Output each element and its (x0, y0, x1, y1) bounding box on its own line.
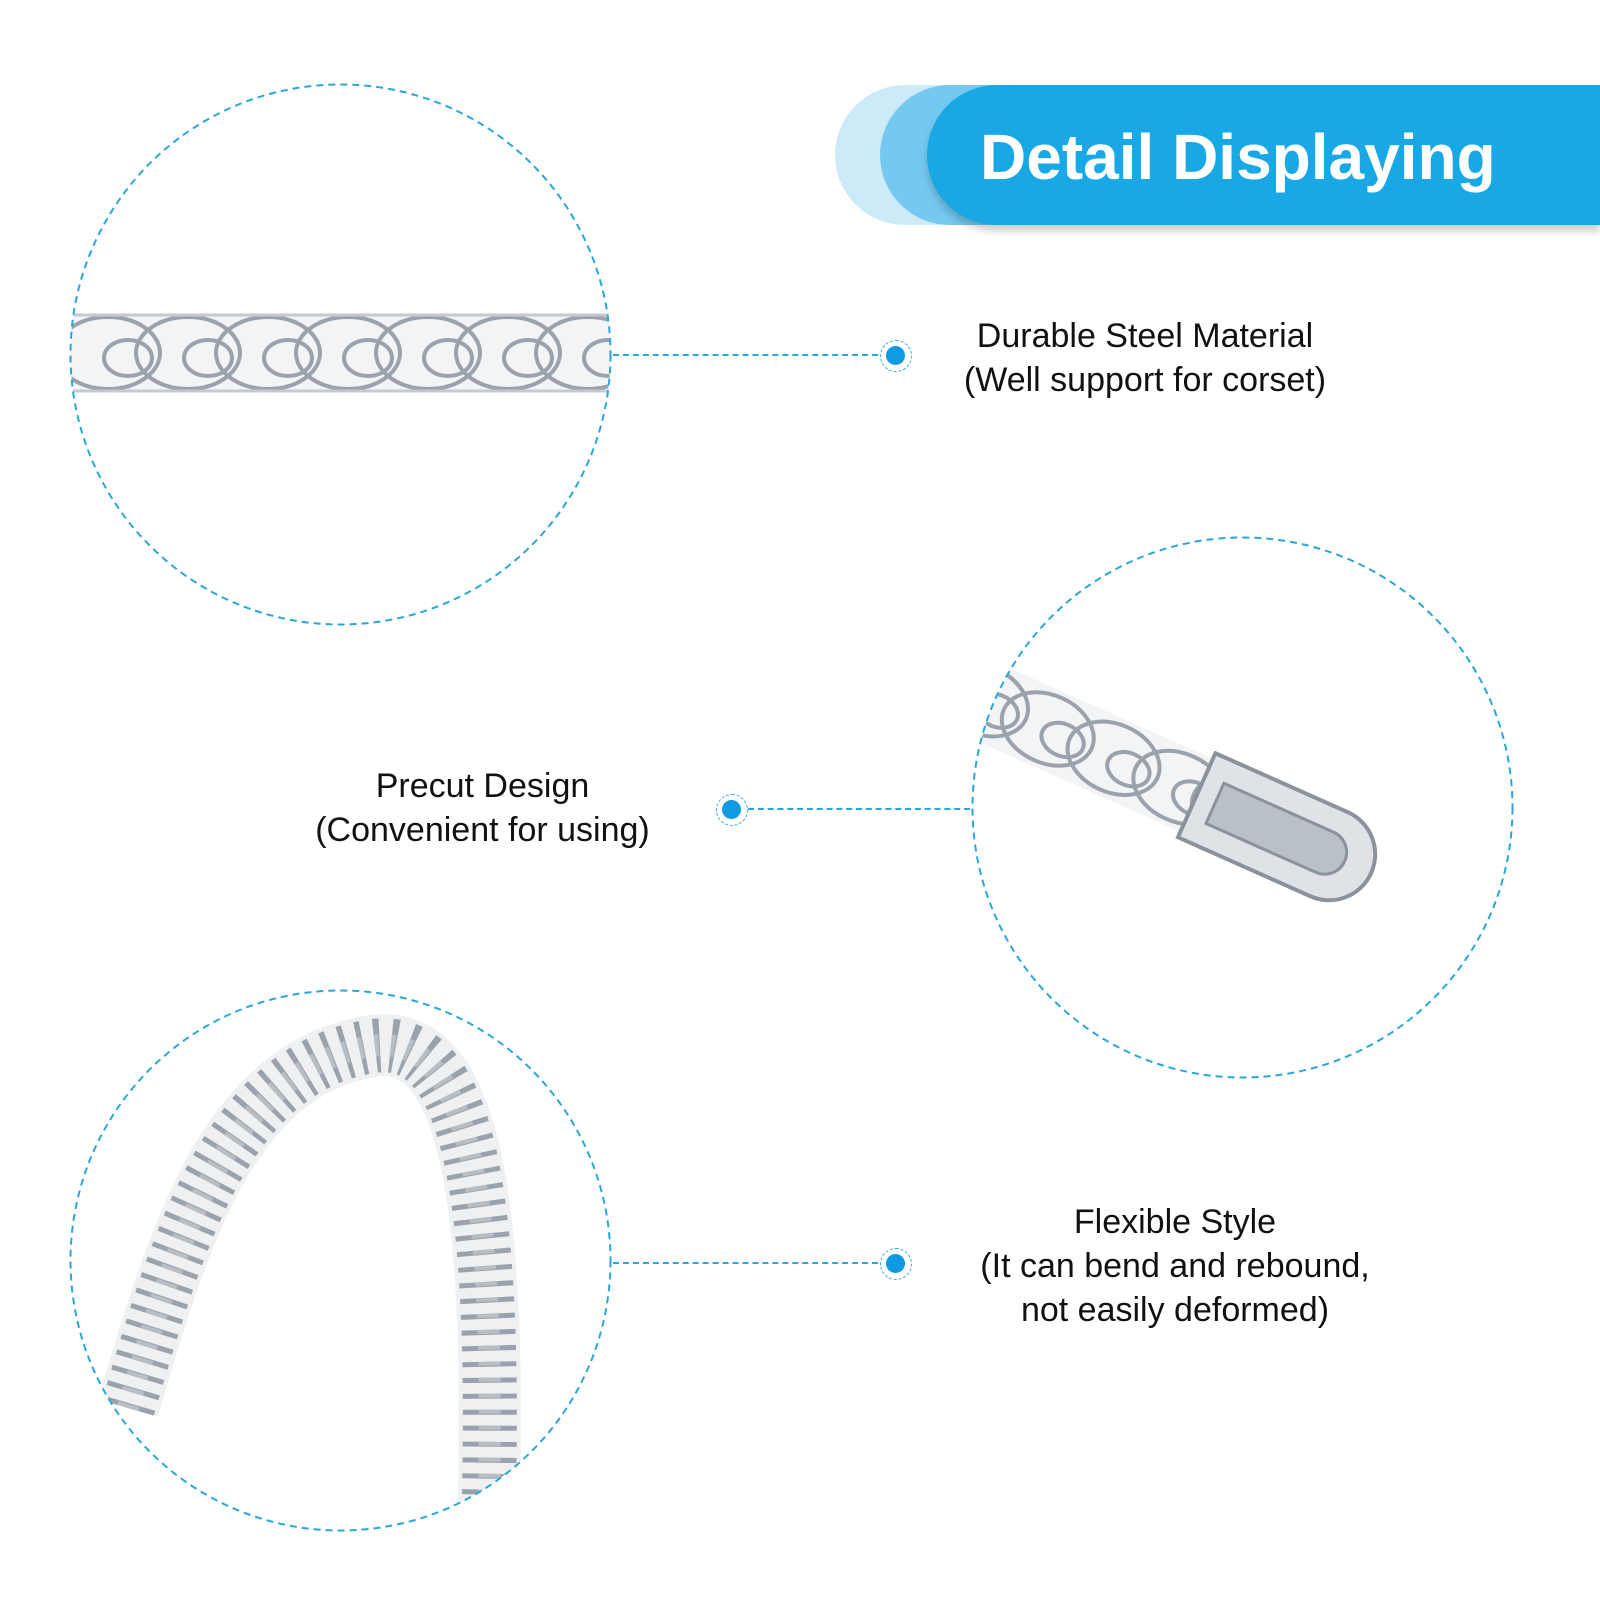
banner-layer-main (927, 85, 1600, 225)
feature-title: Durable Steel Material (976, 317, 1314, 355)
feature-detail: (Well support for corset) (963, 361, 1327, 399)
steel-bone-end-tip-icon (971, 536, 1514, 1079)
precut-design-photo-circle (970, 535, 1515, 1080)
feature-detail: (Convenient for using) (315, 811, 650, 849)
feature-title: Precut Design (375, 767, 590, 805)
feature-detail: (It can bend and rebound, (980, 1247, 1370, 1285)
banner-title: Detail Displaying (980, 121, 1496, 193)
bent-steel-bone-icon (69, 989, 612, 1532)
detail-banner: Detail Displaying (835, 85, 1600, 235)
feature-title: Flexible Style (1073, 1203, 1277, 1241)
spiral-steel-bone-icon (69, 83, 612, 626)
feature-detail-line-2: not easily deformed) (1020, 1291, 1330, 1329)
callout-dot-3 (880, 1248, 912, 1280)
feature-flexible-style: Flexible Style (It can bend and rebound,… (930, 1200, 1420, 1332)
leader-line-2 (748, 808, 970, 810)
flexible-style-photo-circle (68, 988, 613, 1533)
feature-durable-steel: Durable Steel Material (Well support for… (925, 314, 1365, 402)
feature-precut-design: Precut Design (Convenient for using) (270, 764, 695, 852)
leader-line-3 (613, 1262, 878, 1264)
steel-material-photo-circle (68, 82, 613, 627)
callout-dot-1 (880, 340, 912, 372)
leader-line-1 (613, 354, 878, 356)
callout-dot-2 (716, 794, 748, 826)
